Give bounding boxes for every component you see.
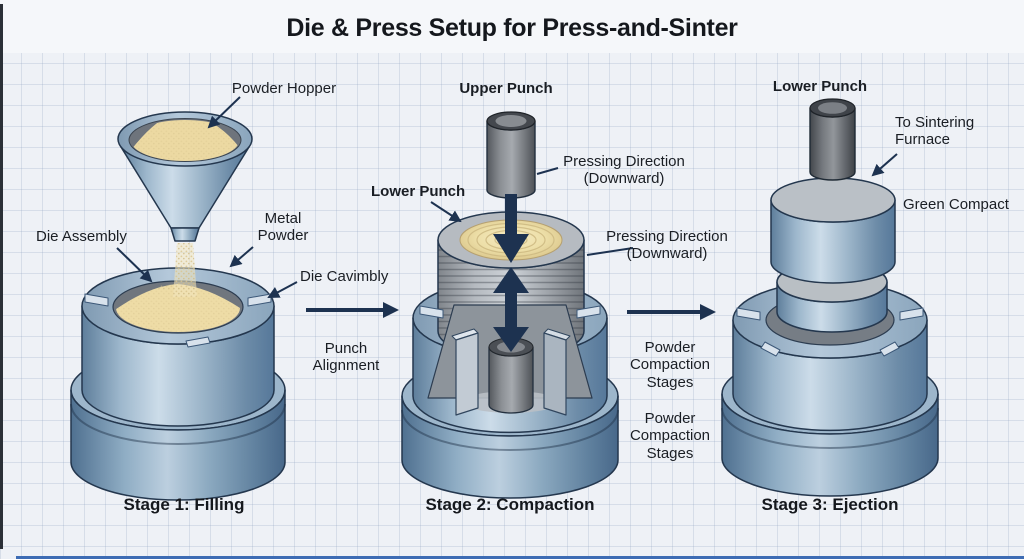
stage1-to-stage2-arrowhead [383, 302, 399, 318]
die-assembly-leader [116, 247, 153, 283]
lower-punch-shape [809, 98, 856, 181]
die-cavity-leader [267, 281, 298, 298]
stage2-to-stage3-arrowhead [700, 304, 716, 320]
powder-hopper-leader [207, 96, 241, 129]
stage2-caption: Stage 2: Compaction [425, 495, 595, 514]
to-sintering-leader [871, 153, 898, 177]
stage3-illustration [721, 98, 939, 497]
green-compact-label: Green Compact [903, 196, 1009, 213]
die-assembly-label: Die Assembly [36, 228, 127, 245]
die-assembly-shape [70, 267, 286, 501]
pressing-down-arrow [493, 194, 529, 263]
flow-arrows [306, 302, 716, 320]
die-cavity-label: Die Cavimbly [300, 268, 389, 285]
pressing-direction-lower-label: Pressing Direction (Downward) [606, 228, 728, 263]
title-band [0, 0, 1024, 53]
metal-powder-label: Metal Powder [257, 210, 309, 245]
to-sintering-furnace-label: To Sintering Furnace [895, 114, 975, 149]
pressing-direction-upper-label: Pressing Direction (Downward) [563, 153, 685, 188]
left-edge-rule [0, 4, 3, 549]
green-compact-shape [770, 177, 896, 333]
upper-punch-label: Upper Punch [459, 80, 553, 97]
powder-hopper-label: Powder Hopper [231, 80, 337, 97]
double-pressing-arrow [493, 267, 529, 352]
stage2-illustration [401, 111, 619, 499]
lower-punch-stage3-label: Lower Punch [772, 78, 868, 95]
metal-powder-fill [116, 284, 240, 332]
powder-compaction-stages-label-b: Powder Compaction Stages [629, 410, 711, 462]
stage3-caption: Stage 3: Ejection [761, 495, 899, 514]
leader-lines [116, 96, 898, 298]
pressing-direction-upper-connector [536, 167, 559, 175]
lower-punch-leader [430, 201, 462, 223]
powder-stream [173, 243, 197, 297]
lower-punch-stage2-label: Lower Punch [371, 183, 466, 200]
stage1-illustration [70, 111, 286, 501]
bottom-rule [16, 556, 1024, 559]
upper-punch-shape [486, 111, 536, 199]
powder-hopper-shape [117, 111, 253, 242]
punch-alignment-label: Punch Alignment [312, 340, 380, 375]
page-title: Die & Press Setup for Press-and-Sinter [286, 14, 738, 42]
powder-compaction-stages-label-a: Powder Compaction Stages [629, 339, 711, 391]
pressing-direction-lower-connector [586, 247, 634, 256]
die-cutaway [427, 304, 593, 416]
metal-powder-leader [229, 246, 254, 268]
stage1-caption: Stage 1: Filling [123, 495, 245, 514]
